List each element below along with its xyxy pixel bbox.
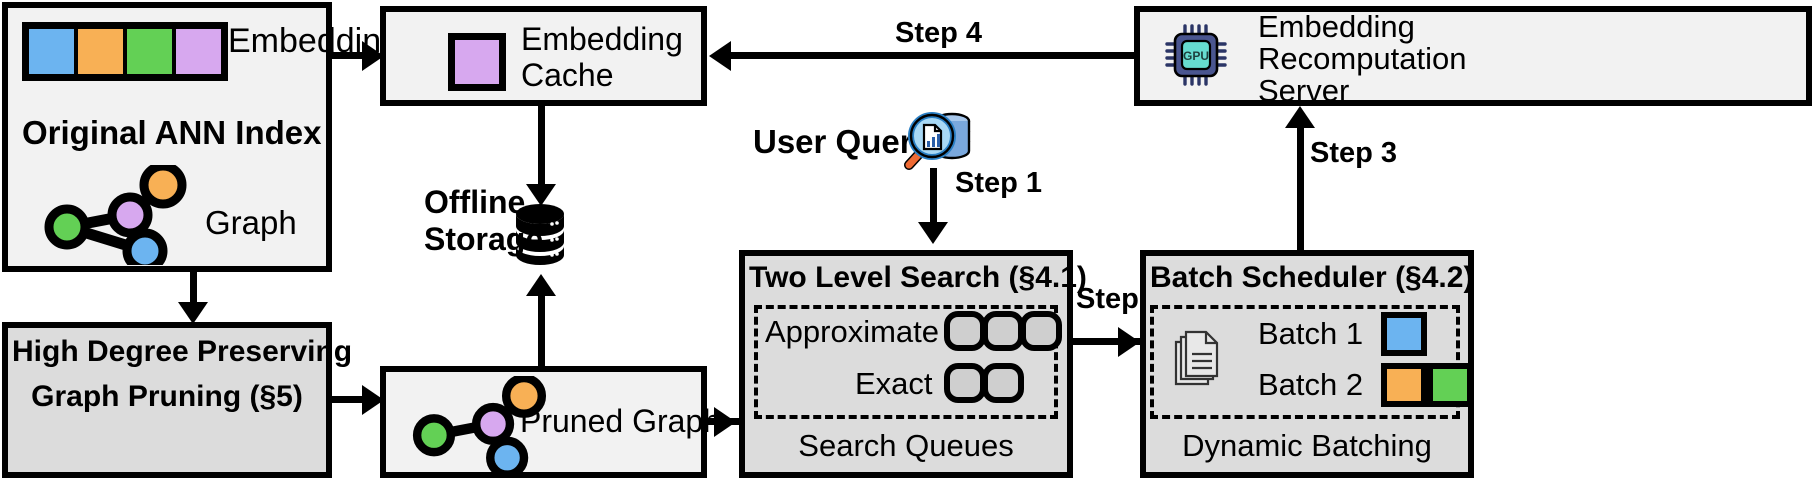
original-graph <box>44 165 187 265</box>
connector-index-to-cache <box>332 52 368 59</box>
database-icon <box>516 204 564 265</box>
step-3-label: Step 3 <box>1310 137 1398 169</box>
step-4-label: Step 4 <box>895 17 983 49</box>
search-queue-slot[interactable] <box>982 311 1024 351</box>
connector-pruned-to-storage <box>538 296 545 370</box>
recomputation-server-line1: Embedding <box>1258 9 1415 44</box>
connector-search-to-scheduler <box>1073 338 1143 345</box>
arrow-pruned-to-search <box>714 407 736 437</box>
search-queues-footer: Search Queues <box>798 428 1014 463</box>
embedding-chip-green <box>127 29 172 74</box>
search-queues-panel <box>754 305 1058 419</box>
batch-2-chip-orange <box>1381 363 1427 407</box>
batch-row-1-label: Batch 1 <box>1258 316 1364 351</box>
graph-pruning-line2: Graph Pruning (§5) <box>31 380 303 413</box>
batch-row-2-label: Batch 2 <box>1258 367 1364 402</box>
connector-server-to-cache <box>730 52 1134 59</box>
pruned-node-purple <box>471 402 515 446</box>
dynamic-batching-footer: Dynamic Batching <box>1182 428 1432 463</box>
arrow-index-to-pruning <box>178 302 208 324</box>
arrow-pruning-to-pruned <box>362 385 384 415</box>
arrow-pruned-to-storage <box>526 274 556 296</box>
connector-query-to-search <box>930 168 937 228</box>
search-row-exact-label: Exact <box>855 366 933 401</box>
pruned-node-blue <box>486 436 529 472</box>
graph-node-purple <box>107 192 153 238</box>
batch-1-chip-blue <box>1381 312 1427 356</box>
pruned-node-orange <box>501 376 547 418</box>
node-graph-pruning <box>2 322 332 478</box>
gpu-chip-icon: GPU <box>1165 24 1227 86</box>
graph-node-green <box>44 204 90 250</box>
recomputation-server-line3: Server <box>1258 73 1350 108</box>
arrow-index-to-cache <box>362 41 384 71</box>
graph-label: Graph <box>205 204 297 241</box>
batch-scheduler-title: Batch Scheduler (§4.2) <box>1150 261 1474 294</box>
connector-pruning-to-pruned <box>332 396 368 403</box>
search-queue-slot[interactable] <box>944 363 986 403</box>
arrow-search-to-scheduler <box>1118 327 1140 357</box>
arrow-scheduler-to-server <box>1285 106 1315 128</box>
search-row-approximate-label: Approximate <box>765 314 940 349</box>
connector-index-to-pruning <box>190 272 197 308</box>
node-embedding-cache <box>380 6 707 106</box>
graph-node-blue <box>122 228 168 265</box>
embedding-cache-line2: Cache <box>521 57 614 93</box>
arrow-server-to-cache <box>709 41 731 71</box>
search-queue-slot[interactable] <box>1020 311 1062 351</box>
recomputation-server-line2: Recomputation <box>1258 41 1467 76</box>
arrow-cache-to-storage <box>526 184 556 206</box>
gpu-icon-text: GPU <box>1183 49 1209 63</box>
arrow-query-to-search <box>918 222 948 244</box>
pruned-node-green <box>412 414 456 457</box>
dynamic-batching-panel <box>1150 305 1460 419</box>
two-level-search-title: Two Level Search (§4.1) <box>749 261 1087 294</box>
embedding-cache-line1: Embedding <box>521 21 683 57</box>
embedding-chip-purple <box>176 29 221 74</box>
pruned-graph <box>412 376 547 472</box>
pruned-graph-label: Pruned Graph <box>520 403 722 439</box>
node-recomputation-server <box>1134 6 1812 106</box>
embedding-chip-blue <box>29 29 74 74</box>
offline-storage-line1: Offline <box>424 184 526 220</box>
node-two-level-search <box>739 250 1073 478</box>
embedding-chips-strip <box>22 22 228 81</box>
connector-scheduler-to-server <box>1297 128 1304 250</box>
step-1-label: Step 1 <box>955 167 1043 199</box>
graph-pruning-line1: High Degree Preserving <box>12 335 353 368</box>
connector-cache-to-storage <box>538 106 545 190</box>
search-queue-slot[interactable] <box>982 363 1024 403</box>
query-search-database-icon <box>904 112 971 170</box>
documents-stack-icon <box>1174 330 1219 386</box>
embedding-cache-chip <box>448 33 506 91</box>
embedding-chip-orange <box>78 29 123 74</box>
graph-node-orange <box>139 165 187 209</box>
original-ann-index-title: Original ANN Index <box>22 114 322 151</box>
search-queue-slot[interactable] <box>944 311 986 351</box>
batch-2-chip-green <box>1427 363 1473 407</box>
